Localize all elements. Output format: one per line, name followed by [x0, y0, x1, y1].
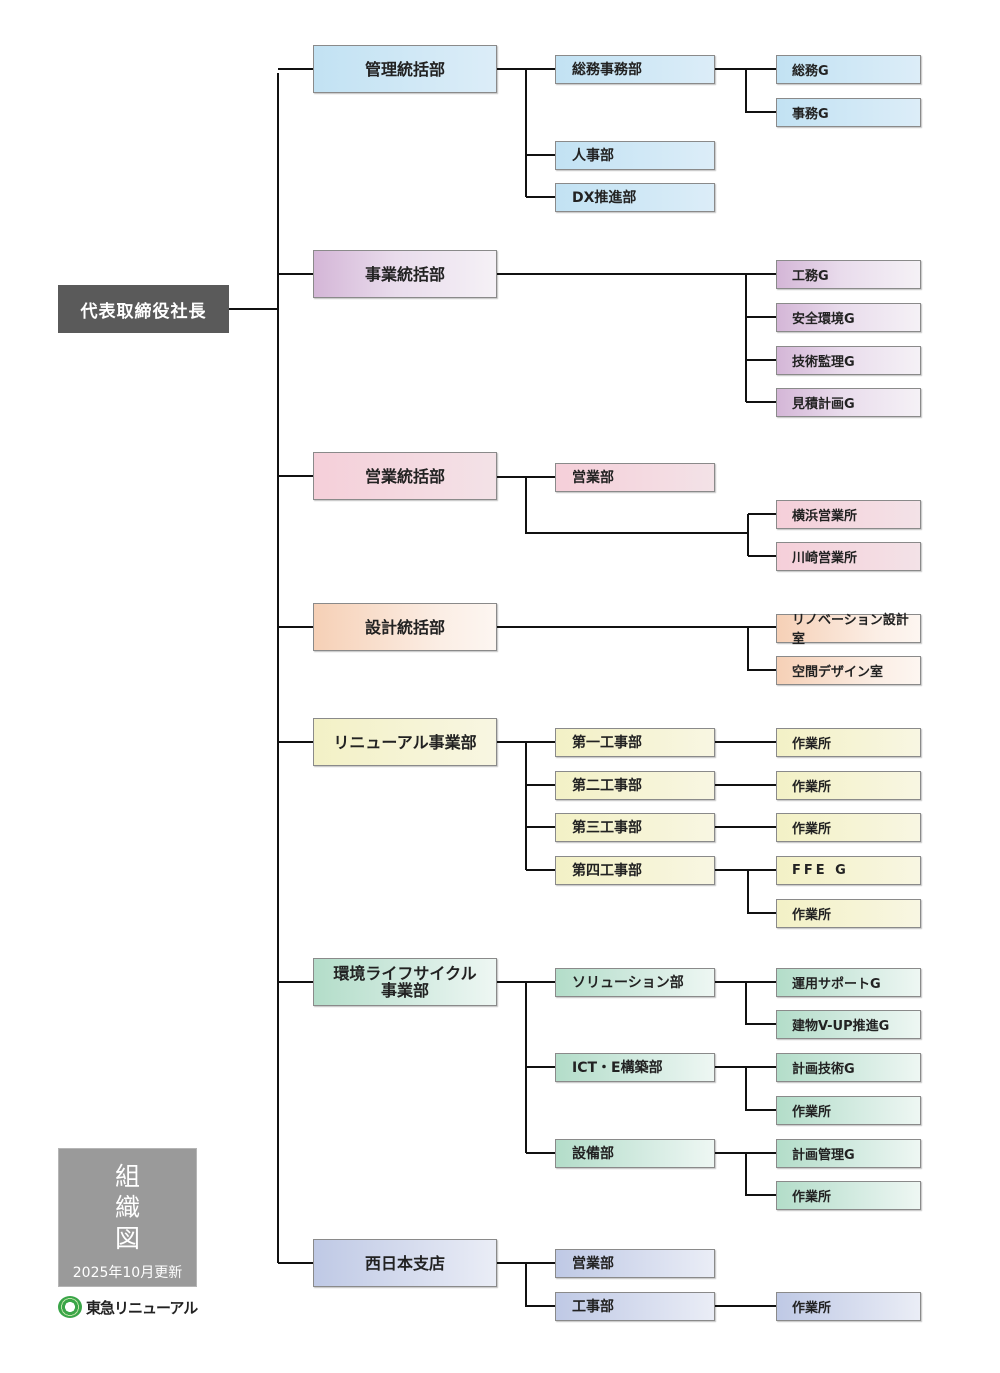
division-label: 設計統括部: [364, 617, 445, 637]
group-box: 作業所: [776, 812, 921, 842]
division-label: 事業統括部: [364, 264, 445, 284]
department-box: DX推進部: [555, 182, 715, 212]
group-box: 作業所: [776, 1180, 921, 1210]
division-label: 環境ライフサイクル 事業部: [333, 964, 477, 1000]
group-box: 技術監理G: [776, 345, 921, 375]
ceo-box: 代表取締役社長: [58, 285, 229, 333]
department-box: 工事部: [555, 1291, 715, 1321]
department-box: 第三工事部: [555, 812, 715, 842]
department-box: 総務事務部: [555, 54, 715, 84]
division-box: 事業統括部: [313, 250, 497, 298]
department-box: ソリューション部: [555, 967, 715, 997]
group-box: 運用サポートG: [776, 967, 921, 997]
department-box: 人事部: [555, 140, 715, 170]
division-box: リニューアル事業部: [313, 718, 497, 766]
group-box: 見積計画G: [776, 387, 921, 417]
title-char: 図: [114, 1224, 140, 1253]
department-box: 設備部: [555, 1138, 715, 1168]
department-box: 第四工事部: [555, 855, 715, 885]
company-logo: 東急リニューアル: [58, 1296, 198, 1318]
division-label: リニューアル事業部: [333, 732, 477, 752]
group-box: 作業所: [776, 1095, 921, 1125]
updated-date: 2025年10月更新: [72, 1265, 183, 1281]
division-label: 管理統括部: [364, 59, 445, 79]
logo-text: 東急リニューアル: [86, 1298, 198, 1317]
group-box: 建物V-UP推進G: [776, 1009, 921, 1039]
logo-mark-icon: [58, 1296, 82, 1318]
department-box: ICT・E構築部: [555, 1052, 715, 1082]
department-box: 第二工事部: [555, 770, 715, 800]
group-box: 作業所: [776, 1291, 921, 1321]
group-box: 川崎営業所: [776, 541, 921, 571]
division-box: 西日本支店: [313, 1239, 497, 1287]
department-box: 営業部: [555, 462, 715, 492]
group-box: 事務G: [776, 97, 921, 127]
division-box: 設計統括部: [313, 603, 497, 651]
group-box: 作業所: [776, 770, 921, 800]
division-box: 管理統括部: [313, 45, 497, 93]
group-box: リノベーション設計室: [776, 613, 921, 647]
group-box: 計画管理G: [776, 1138, 921, 1168]
division-box: 営業統括部: [313, 452, 497, 500]
group-box: 安全環境G: [776, 302, 921, 332]
group-box: 横浜営業所: [776, 499, 921, 529]
title-char: 織: [114, 1193, 140, 1222]
group-box: 計画技術G: [776, 1052, 921, 1082]
group-box: 作業所: [776, 898, 921, 928]
title-char: 組: [114, 1162, 140, 1191]
group-box: 空間デザイン室: [776, 655, 921, 685]
group-box: 工務G: [776, 259, 921, 289]
division-label: 西日本支店: [364, 1253, 445, 1273]
department-box: 第一工事部: [555, 727, 715, 757]
division-label: 営業統括部: [364, 466, 445, 486]
chart-title-box: 組 織 図 2025年10月更新: [58, 1148, 197, 1287]
group-box: 総務G: [776, 54, 921, 84]
department-box: 営業部: [555, 1248, 715, 1278]
division-box: 環境ライフサイクル 事業部: [313, 958, 497, 1006]
group-box: FFE G: [776, 855, 921, 885]
group-box: 作業所: [776, 727, 921, 757]
